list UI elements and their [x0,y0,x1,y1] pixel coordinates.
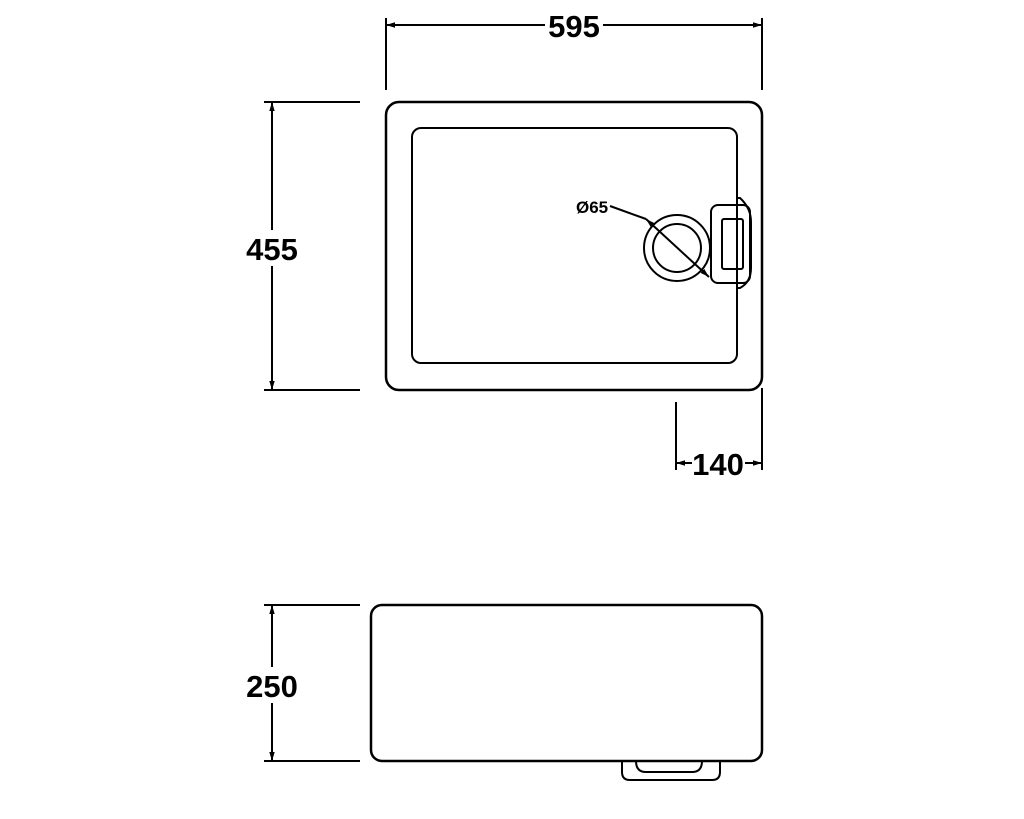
height-dimension: 250 [246,604,360,762]
plan-view: Ø65 [384,100,764,392]
depth-dimension: 455 [246,101,360,391]
waste-diameter-label: Ø65 [576,198,608,217]
waste-offset-label: 140 [692,447,744,482]
width-label: 595 [548,9,600,44]
sink-outer-outline [384,100,764,392]
overflow-inner [721,218,744,270]
waste-diameter-leader [609,205,647,220]
waste-offset-dimension: 140 [675,388,763,482]
sink-inner-bowl [411,127,738,364]
overflow-outer [710,204,751,284]
width-dimension: 595 [385,9,763,90]
waste-diameter-arrow [645,218,710,278]
sink-front-outline [369,603,764,763]
waste-outer-ring [643,214,711,282]
waste-outlet-profile [621,761,721,781]
depth-label: 455 [246,232,298,267]
height-label: 250 [246,669,298,704]
front-elevation [369,603,764,781]
